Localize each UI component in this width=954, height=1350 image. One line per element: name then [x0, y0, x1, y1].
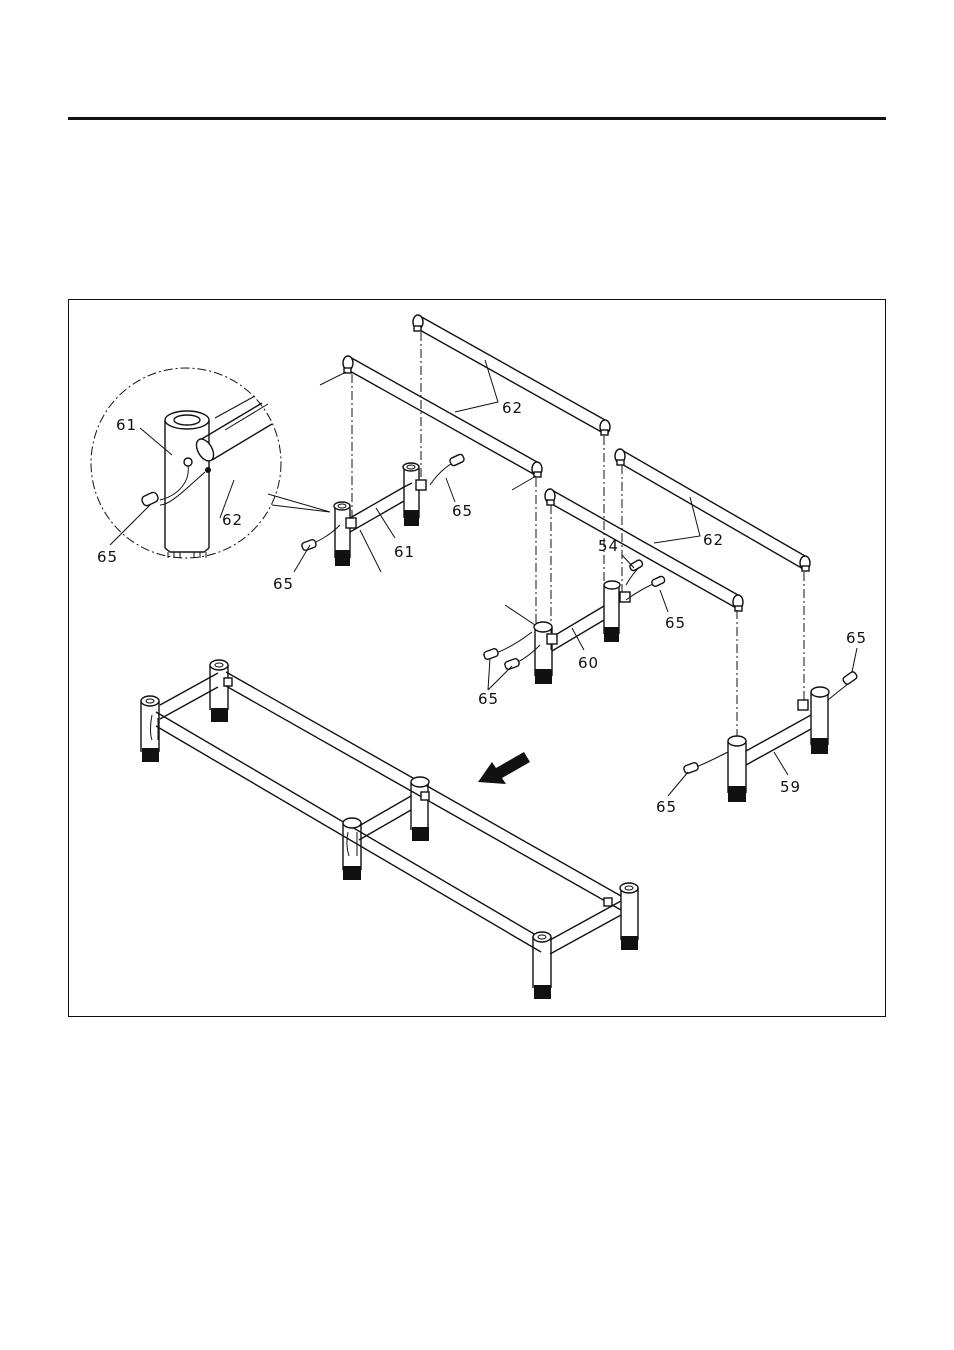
- callout-mid-62: 62: [703, 531, 724, 549]
- upper-bar-d: [545, 489, 743, 611]
- callout-right-65: 65: [452, 502, 473, 520]
- callout-detail-65: 65: [97, 548, 118, 566]
- callout-far-59: 59: [780, 778, 801, 796]
- callout-far-bottom-65: 65: [656, 798, 677, 816]
- assembly-guide-lines: [352, 332, 804, 740]
- callout-mid-65: 65: [665, 614, 686, 632]
- base-frame: [141, 660, 638, 999]
- callout-detail-62: 62: [222, 511, 243, 529]
- assembly-direction-arrow-icon: [478, 752, 530, 784]
- upper-bar-a: [413, 315, 610, 435]
- callout-bottom-65: 65: [478, 690, 499, 708]
- left-sub-frame: [301, 453, 465, 566]
- callout-top-62: 62: [502, 399, 523, 417]
- detail-magnifier-circle: [91, 368, 330, 558]
- right-sub-frame: [683, 671, 858, 802]
- callout-mid-54: 54: [598, 537, 619, 555]
- upper-bar-c: [615, 449, 810, 571]
- middle-sub-frame: [483, 559, 666, 684]
- callout-detail-61: 61: [116, 416, 137, 434]
- callout-left-65: 65: [273, 575, 294, 593]
- callout-left-61: 61: [394, 543, 415, 561]
- callout-mid-60: 60: [578, 654, 599, 672]
- callout-far-65: 65: [846, 629, 867, 647]
